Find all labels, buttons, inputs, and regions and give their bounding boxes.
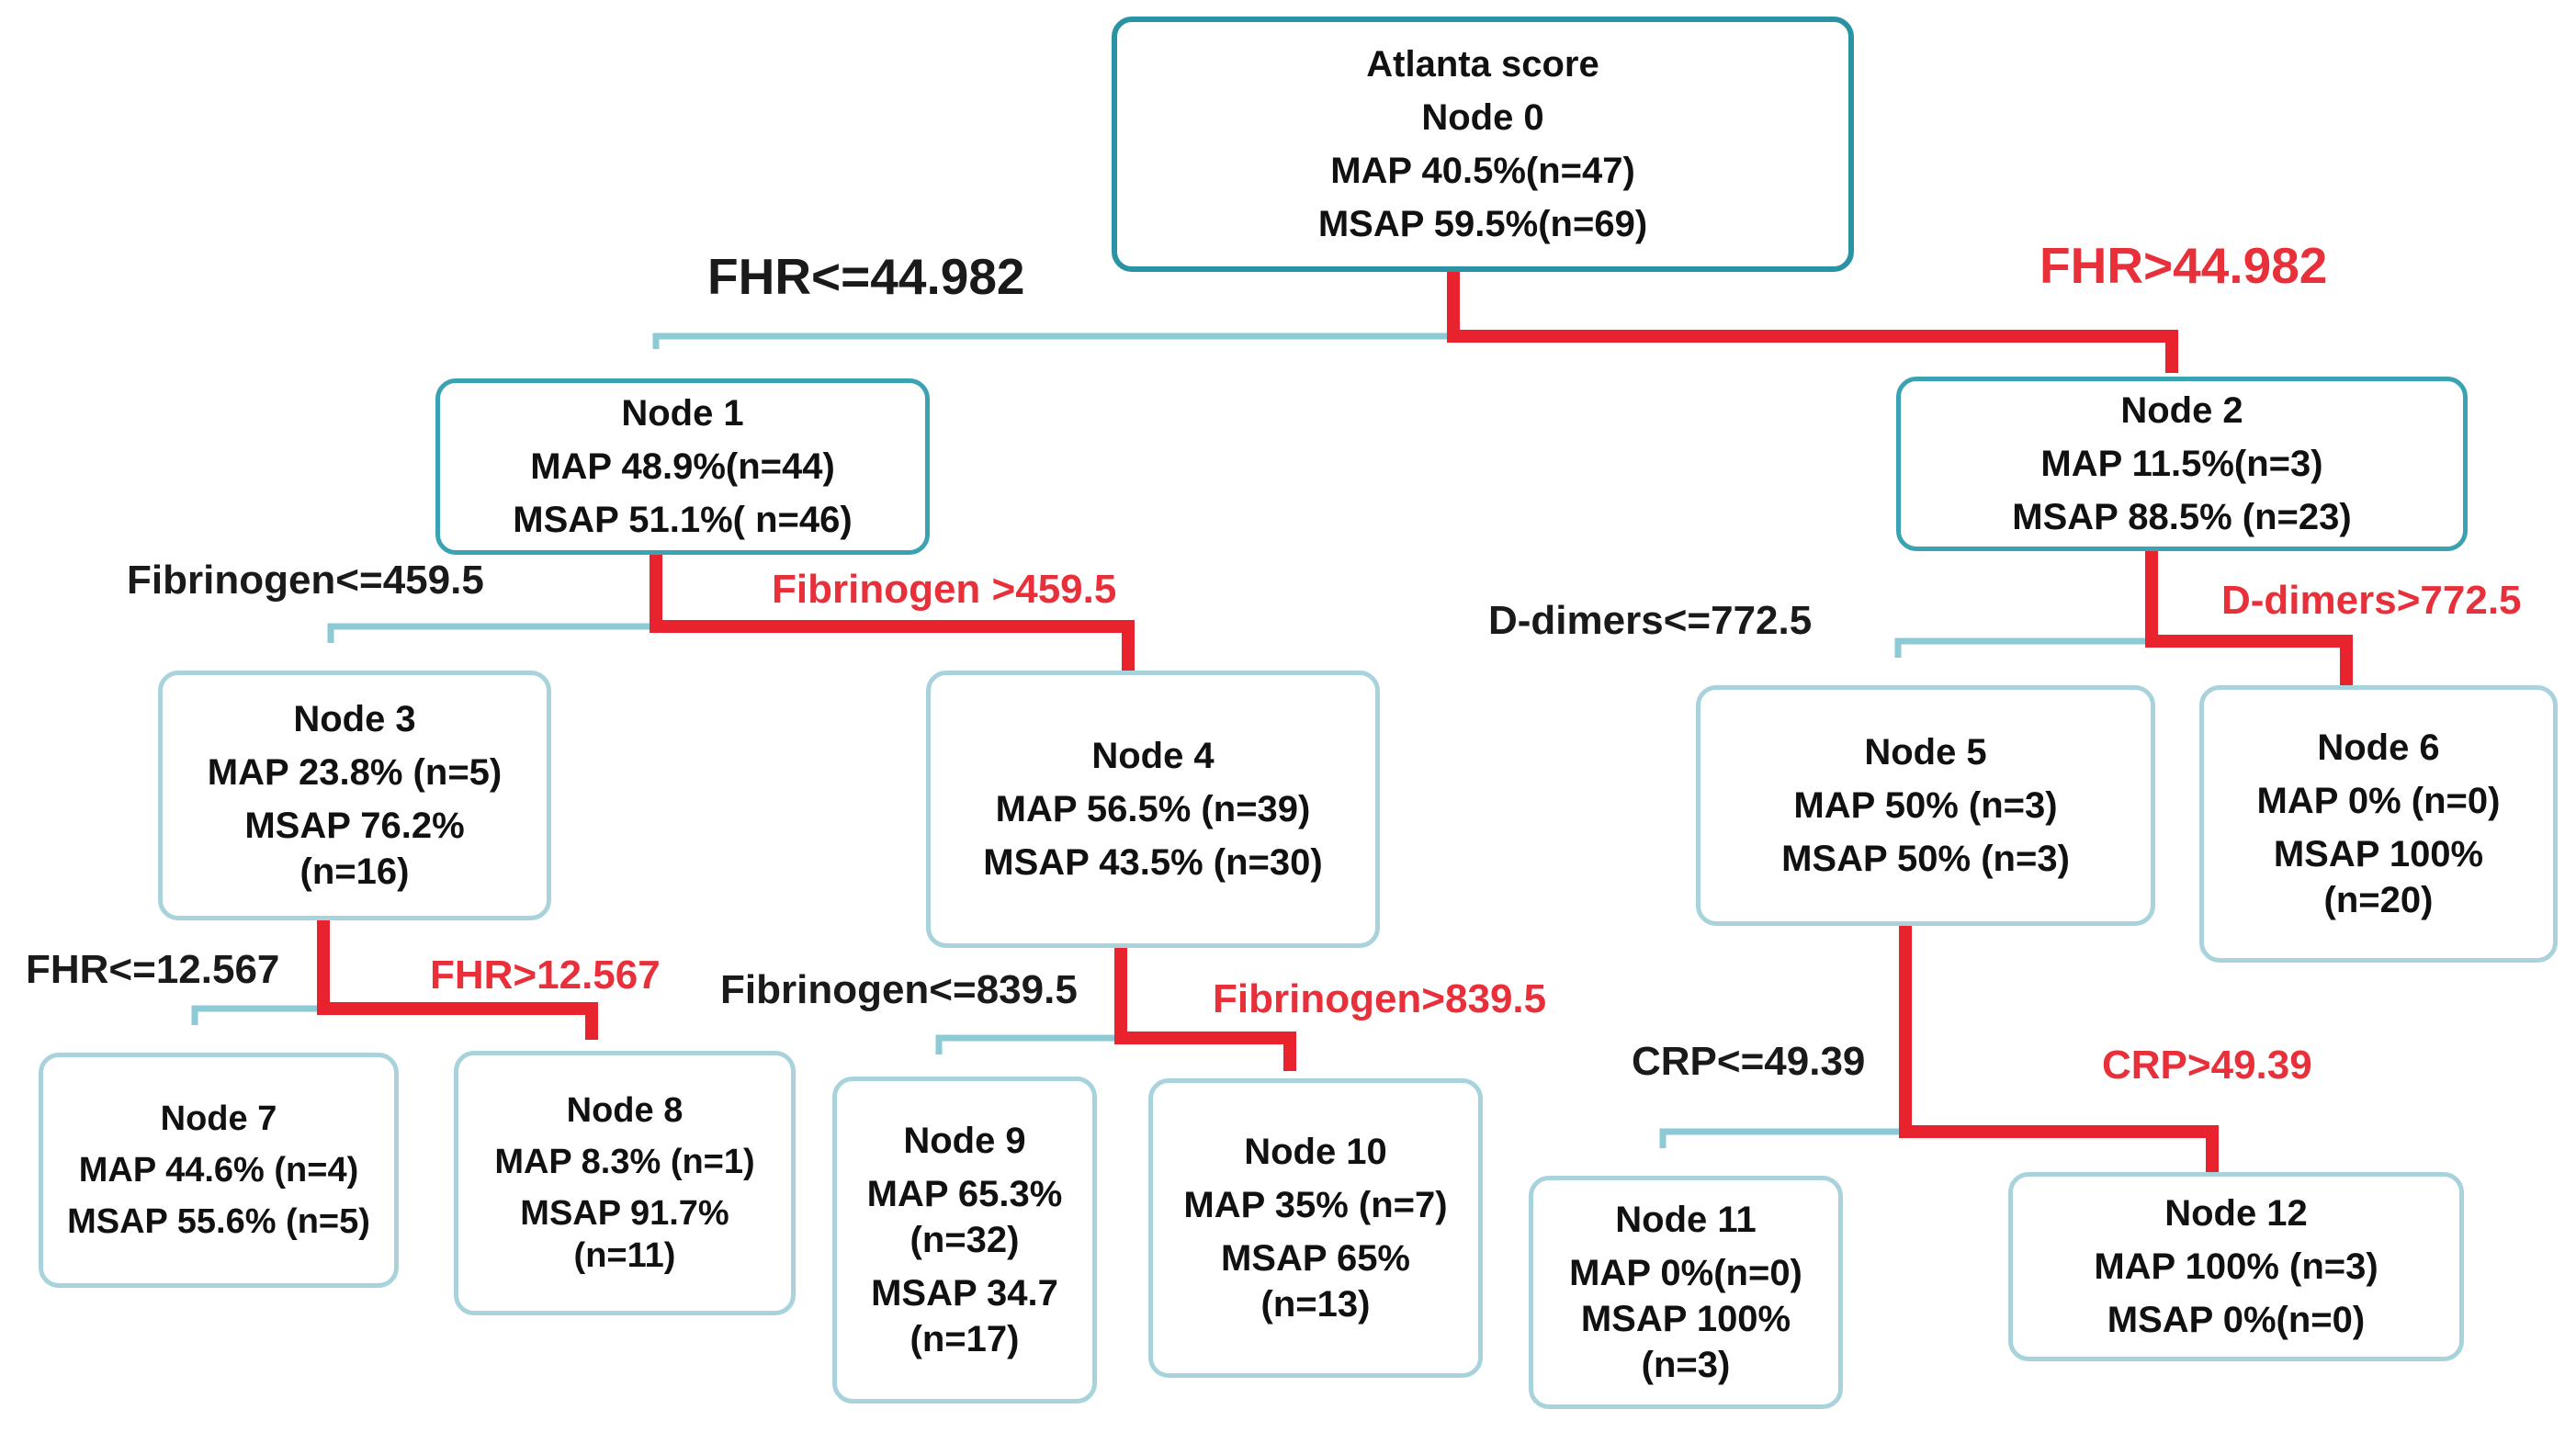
node-0-box: Atlanta score Node 0 MAP 40.5%(n=47) MSA… xyxy=(1112,17,1854,272)
split-1-left-label: Fibrinogen<=459.5 xyxy=(127,558,484,603)
node-11-msap-n: (n=3) xyxy=(1641,1345,1731,1385)
node-5-msap: MSAP 50% (n=3) xyxy=(1781,839,2070,879)
split-5-right-label: CRP>49.39 xyxy=(2102,1043,2312,1088)
edge-n5-n12 xyxy=(1899,926,2219,1172)
split-0-left-label: FHR<=44.982 xyxy=(707,248,1025,305)
node-3-label: Node 3 xyxy=(293,699,416,739)
edge-n3-n8 xyxy=(317,920,598,1040)
node-5-map: MAP 50% (n=3) xyxy=(1793,785,2058,826)
node-11-box: Node 11 MAP 0%(n=0) MSAP 100% (n=3) xyxy=(1529,1176,1843,1409)
edge-n1-n4 xyxy=(650,555,1135,671)
node-9-msap: MSAP 34.7 xyxy=(871,1273,1058,1314)
edge-n2-n6 xyxy=(2145,551,2353,685)
node-0-title: Atlanta score xyxy=(1366,44,1599,85)
edge-n4-n10 xyxy=(1114,948,1296,1071)
split-1-right-label: Fibrinogen >459.5 xyxy=(772,567,1117,612)
node-7-msap: MSAP 55.6% (n=5) xyxy=(67,1202,370,1241)
node-1-box: Node 1 MAP 48.9%(n=44) MSAP 51.1%( n=46) xyxy=(435,378,930,555)
node-1-msap: MSAP 51.1%( n=46) xyxy=(513,500,853,540)
node-2-msap: MSAP 88.5% (n=23) xyxy=(2012,497,2352,537)
node-12-box: Node 12 MAP 100% (n=3) MSAP 0%(n=0) xyxy=(2008,1172,2464,1361)
node-8-msap: MSAP 91.7% xyxy=(520,1194,729,1233)
node-2-box: Node 2 MAP 11.5%(n=3) MSAP 88.5% (n=23) xyxy=(1896,377,2468,551)
node-7-box: Node 7 MAP 44.6% (n=4) MSAP 55.6% (n=5) xyxy=(39,1053,399,1288)
node-6-msap: MSAP 100% xyxy=(2273,834,2484,874)
node-6-map: MAP 0% (n=0) xyxy=(2256,781,2501,821)
node-3-msap-n: (n=16) xyxy=(299,851,410,892)
node-9-map: MAP 65.3% xyxy=(866,1174,1063,1214)
node-4-map: MAP 56.5% (n=39) xyxy=(995,789,1311,829)
split-4-right-label: Fibrinogen>839.5 xyxy=(1213,976,1547,1021)
node-0-map: MAP 40.5%(n=47) xyxy=(1330,151,1635,191)
node-3-msap: MSAP 76.2% xyxy=(244,806,465,846)
node-6-box: Node 6 MAP 0% (n=0) MSAP 100% (n=20) xyxy=(2199,685,2558,963)
node-9-label: Node 9 xyxy=(903,1121,1026,1161)
split-0-right-label: FHR>44.982 xyxy=(2039,237,2328,294)
node-10-msap: MSAP 65% xyxy=(1220,1238,1410,1279)
node-5-box: Node 5 MAP 50% (n=3) MSAP 50% (n=3) xyxy=(1696,685,2155,926)
node-12-msap: MSAP 0%(n=0) xyxy=(2107,1300,2366,1340)
node-10-msap-n: (n=13) xyxy=(1260,1284,1371,1325)
split-3-right-label: FHR>12.567 xyxy=(430,953,661,998)
edge-n5-n11 xyxy=(1659,1128,1905,1148)
node-9-msap-n: (n=17) xyxy=(910,1319,1020,1359)
node-1-label: Node 1 xyxy=(621,393,744,434)
node-11-msap: MSAP 100% xyxy=(1580,1299,1791,1339)
node-5-label: Node 5 xyxy=(1864,732,1987,772)
node-4-label: Node 4 xyxy=(1091,736,1215,776)
split-5-left-label: CRP<=49.39 xyxy=(1632,1039,1866,1084)
node-8-map: MAP 8.3% (n=1) xyxy=(494,1143,755,1181)
edge-n0-n2 xyxy=(1447,268,2178,373)
edge-n4-n9 xyxy=(935,1034,1121,1054)
edge-n2-n5 xyxy=(1894,637,2152,658)
node-7-map: MAP 44.6% (n=4) xyxy=(78,1151,359,1190)
edge-n0-n1 xyxy=(652,333,1453,349)
split-3-left-label: FHR<=12.567 xyxy=(26,947,280,992)
node-3-box: Node 3 MAP 23.8% (n=5) MSAP 76.2% (n=16) xyxy=(158,671,551,920)
node-2-map: MAP 11.5%(n=3) xyxy=(2040,444,2323,484)
node-2-label: Node 2 xyxy=(2120,390,2243,431)
node-10-box: Node 10 MAP 35% (n=7) MSAP 65% (n=13) xyxy=(1148,1078,1483,1378)
node-8-msap-n: (n=11) xyxy=(573,1236,676,1275)
node-10-label: Node 10 xyxy=(1244,1132,1387,1172)
node-10-map: MAP 35% (n=7) xyxy=(1183,1185,1448,1225)
node-12-label: Node 12 xyxy=(2164,1193,2308,1234)
edge-n1-n3 xyxy=(327,623,656,643)
node-4-box: Node 4 MAP 56.5% (n=39) MSAP 43.5% (n=30… xyxy=(926,671,1380,948)
split-4-left-label: Fibrinogen<=839.5 xyxy=(720,967,1078,1012)
node-4-msap: MSAP 43.5% (n=30) xyxy=(983,842,1323,883)
node-12-map: MAP 100% (n=3) xyxy=(2094,1246,2378,1287)
node-0-msap: MSAP 59.5%(n=69) xyxy=(1317,204,1648,244)
split-2-left-label: D-dimers<=772.5 xyxy=(1488,598,1813,643)
node-6-msap-n: (n=20) xyxy=(2323,880,2434,920)
node-1-map: MAP 48.9%(n=44) xyxy=(530,446,835,487)
node-9-map-n: (n=32) xyxy=(910,1220,1020,1260)
split-2-right-label: D-dimers>772.5 xyxy=(2221,578,2522,623)
node-6-label: Node 6 xyxy=(2317,727,2440,768)
node-7-label: Node 7 xyxy=(160,1099,277,1138)
edge-n3-n7 xyxy=(191,1005,323,1025)
node-11-map: MAP 0%(n=0) xyxy=(1569,1253,1802,1293)
node-11-label: Node 11 xyxy=(1615,1200,1757,1240)
node-3-map: MAP 23.8% (n=5) xyxy=(207,752,503,793)
node-9-box: Node 9 MAP 65.3% (n=32) MSAP 34.7 (n=17) xyxy=(832,1077,1097,1404)
node-8-box: Node 8 MAP 8.3% (n=1) MSAP 91.7% (n=11) xyxy=(454,1051,796,1315)
node-0-label: Node 0 xyxy=(1421,97,1544,138)
node-8-label: Node 8 xyxy=(566,1091,684,1130)
